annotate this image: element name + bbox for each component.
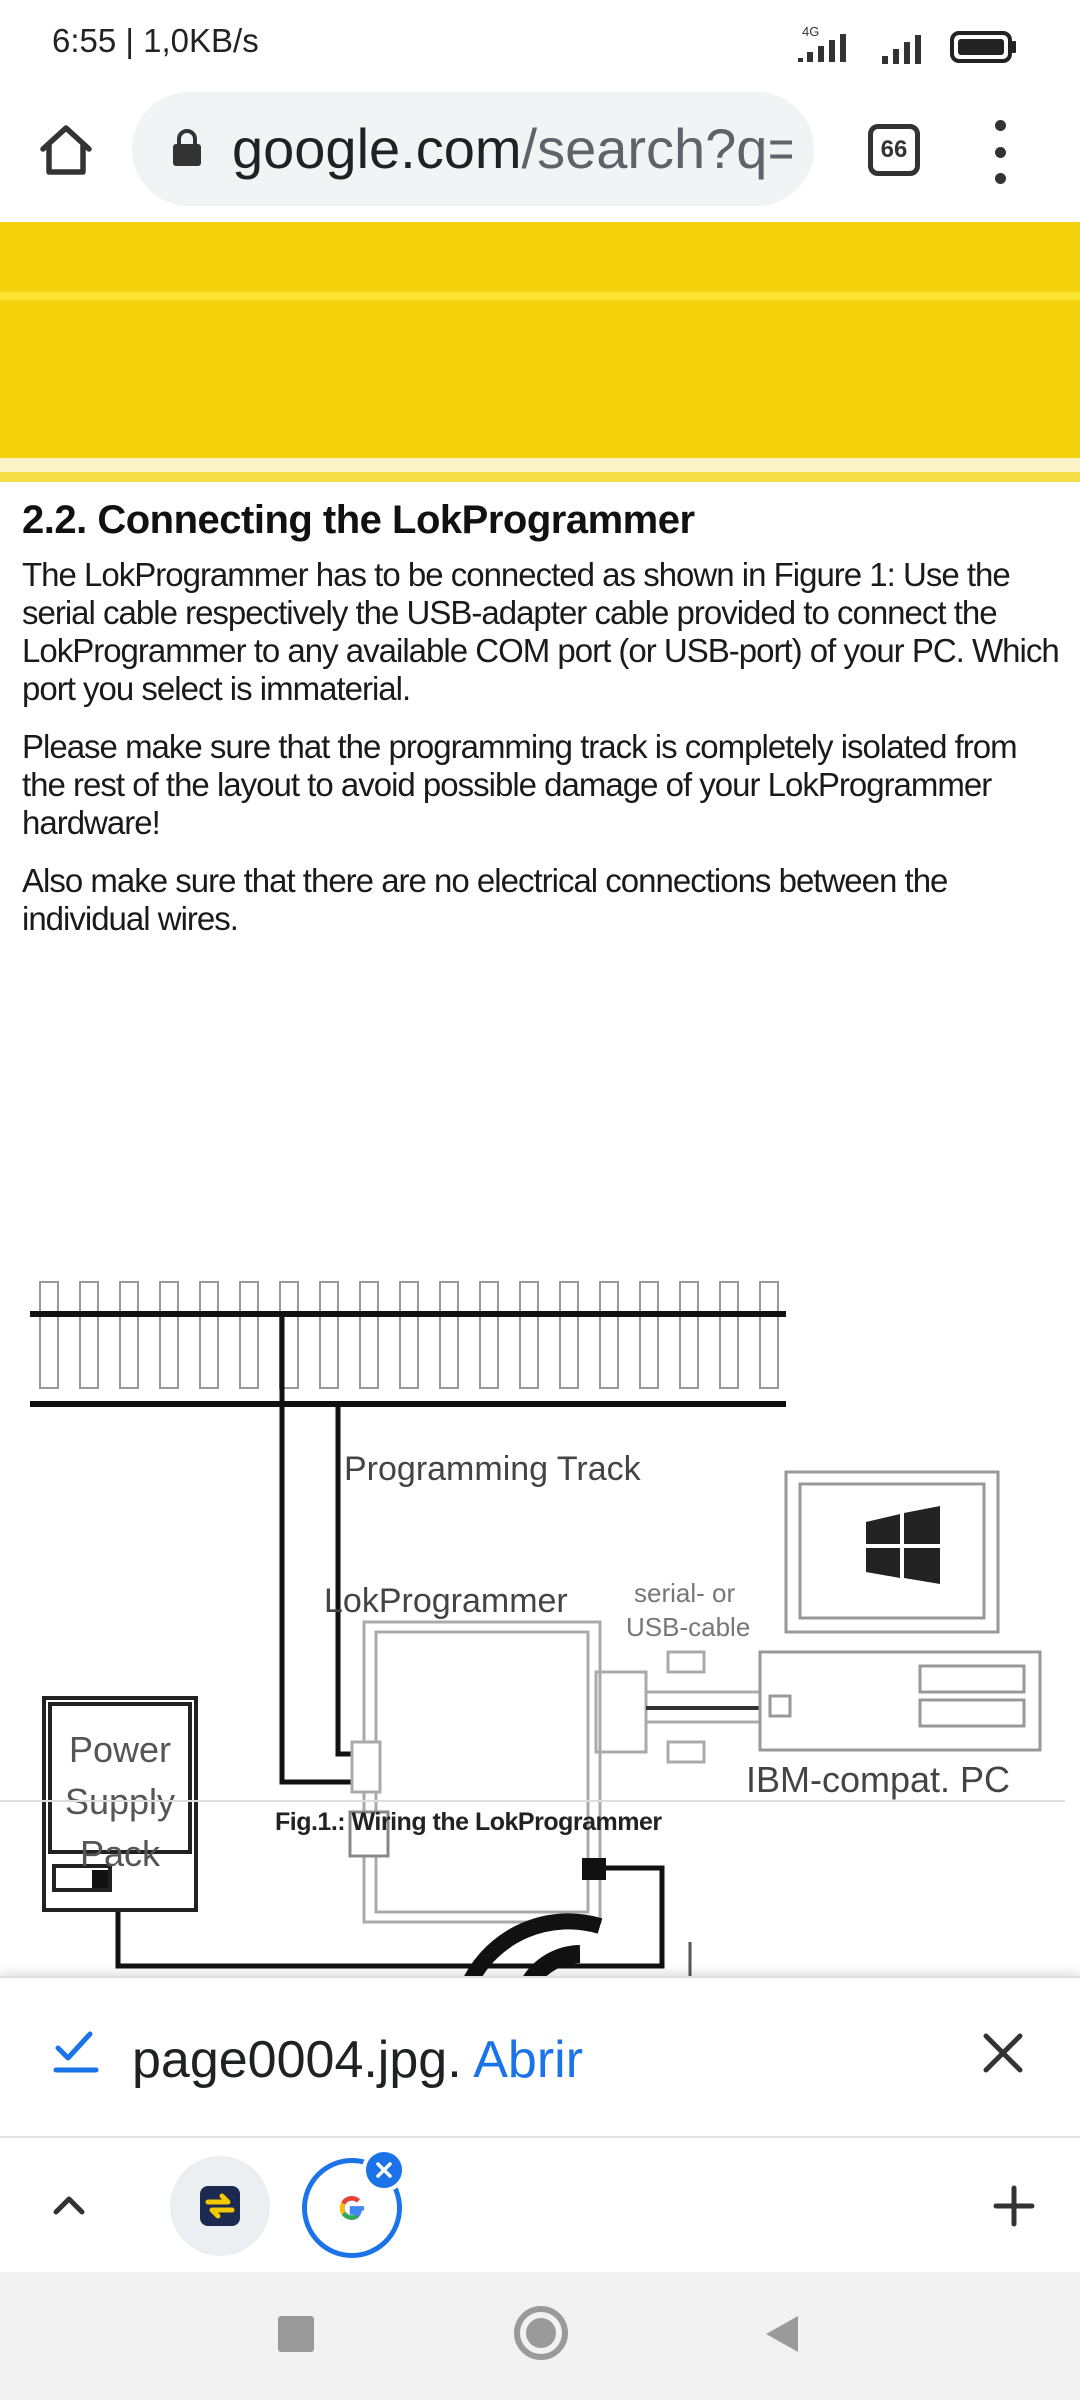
track-rails (30, 1311, 786, 1407)
status-time-speed: 6:55 | 1,0KB/s (52, 22, 259, 59)
wiring-diagram: Programming Track LokProgrammer serial- … (30, 1281, 1042, 1969)
paragraph: The LokProgrammer has to be connected as… (22, 556, 1060, 707)
label-lokprogrammer: LokProgrammer (324, 1582, 568, 1620)
url-path: /search?q= (521, 117, 792, 180)
next-figure-partial (464, 1913, 692, 1976)
caption-rule (0, 1800, 1065, 1802)
windows-logo-icon (866, 1506, 940, 1584)
paragraph: Also make sure that there are no electri… (22, 862, 948, 937)
status-icons: 4G (794, 20, 1018, 64)
more-menu-button[interactable] (980, 120, 1020, 184)
menu-dot-icon (994, 146, 1006, 158)
yellow-rule (0, 472, 1080, 482)
label-power-line1: Power (69, 1729, 171, 1770)
url-text: google.com/search?q= (232, 116, 792, 181)
svg-text:4G: 4G (802, 24, 819, 39)
signal-icon (882, 35, 921, 64)
signal-4g-icon: 4G (798, 24, 846, 62)
lock-icon (173, 129, 201, 166)
url-host: google.com (232, 117, 522, 180)
download-complete-icon (53, 2031, 99, 2073)
open-download-link[interactable]: Abrir (473, 2031, 584, 2089)
back-icon[interactable] (762, 2314, 802, 2354)
tab-thumbnail-1[interactable] (170, 2156, 270, 2256)
close-icon (376, 2162, 392, 2178)
label-power-line3: Pack (80, 1833, 161, 1874)
recents-button[interactable] (278, 2316, 314, 2352)
tab-strip (0, 2136, 1080, 2272)
figure-caption: Fig.1.: Wiring the LokProgrammer (275, 1808, 662, 1836)
new-tab-plus-icon[interactable] (988, 2180, 1040, 2232)
power-cable (115, 1865, 665, 1969)
power-supply-box (42, 1696, 198, 1912)
url-bar[interactable]: google.com/search?q= (132, 92, 814, 206)
close-tab-button[interactable] (362, 2148, 406, 2192)
browser-toolbar: google.com/search?q= 66 (0, 84, 1080, 222)
paragraph: Please make sure that the programming tr… (22, 728, 1018, 841)
lokprogrammer-box (348, 1620, 602, 1924)
track-sleepers (39, 1281, 779, 1389)
tab-switcher-button[interactable]: 66 (868, 124, 920, 176)
menu-dot-icon (994, 173, 1006, 184)
label-pc: IBM-compat. PC (746, 1759, 1010, 1800)
chevron-up-icon[interactable] (44, 2180, 94, 2230)
pc-cable (594, 1650, 760, 1764)
battery-icon (950, 31, 1016, 63)
track-wires (279, 1314, 362, 1785)
home-button[interactable] (30, 114, 102, 186)
system-nav-bar (0, 2272, 1080, 2400)
pc-illustration (758, 1470, 1042, 1752)
status-bar: 6:55 | 1,0KB/s 4G (0, 0, 1080, 84)
document-image[interactable]: 2.2. Connecting the LokProgrammer The Lo… (0, 222, 1080, 1976)
home-circle-icon (526, 2318, 556, 2348)
close-icon[interactable] (978, 2028, 1028, 2078)
menu-dot-icon (994, 120, 1006, 131)
home-nav-button[interactable] (514, 2306, 568, 2360)
home-icon (40, 125, 92, 175)
yellow-header-band (0, 222, 1080, 474)
download-filename: page0004.jpg. (132, 2031, 462, 2089)
section-heading: 2.2. Connecting the LokProgrammer (22, 498, 695, 542)
download-message: page0004.jpg. Abrir (132, 2030, 583, 2090)
label-cable-line2: USB-cable (626, 1612, 750, 1642)
download-bar: page0004.jpg. Abrir (0, 1976, 1080, 2136)
app-favicon-icon (200, 2186, 240, 2226)
label-cable-line1: serial- or (634, 1578, 735, 1608)
label-programming-track: Programming Track (344, 1450, 642, 1488)
google-favicon-icon (339, 2196, 364, 2220)
